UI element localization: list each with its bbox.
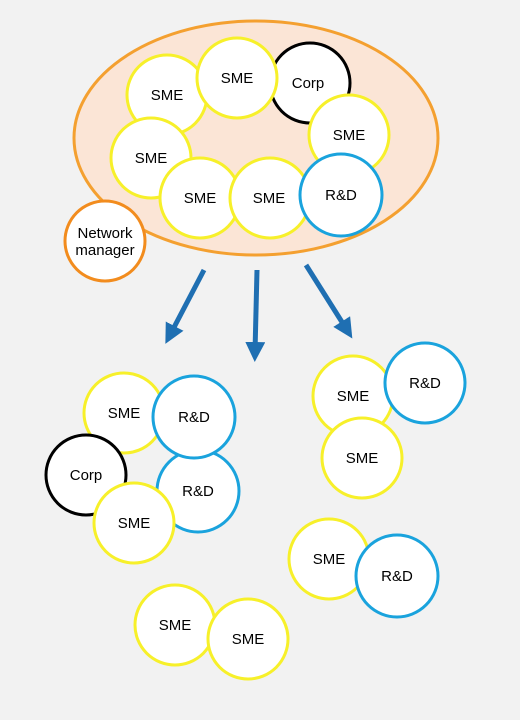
node-sme: SME xyxy=(287,517,371,601)
node-label: R&D xyxy=(381,568,413,585)
node-label: Corp xyxy=(292,75,325,92)
spawned-network-2: SME R&D SME xyxy=(311,341,467,500)
node-label: R&D xyxy=(182,483,214,500)
node-label: SME xyxy=(313,551,346,568)
spawned-network-3: SME R&D xyxy=(287,517,440,619)
node-label: SME xyxy=(118,515,151,532)
node-label: SME xyxy=(232,631,265,648)
original-network: SME Corp SME SME SME SME SME R&D xyxy=(109,36,391,240)
node-rd: R&D xyxy=(354,533,440,619)
node-label: Corp xyxy=(70,467,103,484)
node-label: SME xyxy=(253,190,286,207)
node-label: SME xyxy=(108,405,141,422)
arrow-left xyxy=(165,268,207,344)
node-label: SME xyxy=(151,87,184,104)
node-label: SME xyxy=(346,450,379,467)
node-sme: SME xyxy=(92,481,176,565)
node-sme: SME xyxy=(195,36,279,120)
node-label: SME xyxy=(221,70,254,87)
node-sme: SME xyxy=(228,156,312,240)
network-manager-label-line2: manager xyxy=(75,242,134,259)
node-sme: SME xyxy=(133,583,217,667)
node-label: SME xyxy=(184,190,217,207)
node-label: SME xyxy=(135,150,168,167)
split-arrows xyxy=(165,263,353,362)
node-sme: SME xyxy=(82,371,166,455)
arrow-middle xyxy=(245,269,266,362)
node-sme: SME xyxy=(158,156,242,240)
node-label: R&D xyxy=(325,187,357,204)
node-rd: R&D xyxy=(298,152,384,238)
spawned-network-4: SME SME xyxy=(133,583,290,681)
node-rd: R&D xyxy=(383,341,467,425)
network-manager-node: Network manager xyxy=(63,199,147,283)
node-sme: SME xyxy=(206,597,290,681)
node-label: SME xyxy=(159,617,192,634)
node-sme: SME xyxy=(320,416,404,500)
arrow-right xyxy=(303,263,353,339)
spawned-network-1: SME R&D R&D Corp SME xyxy=(44,371,241,565)
node-label: R&D xyxy=(178,409,210,426)
node-label: SME xyxy=(333,127,366,144)
node-rd: R&D xyxy=(151,374,237,460)
node-label: SME xyxy=(337,388,370,405)
network-manager-label-line1: Network xyxy=(77,225,133,242)
node-label: R&D xyxy=(409,375,441,392)
